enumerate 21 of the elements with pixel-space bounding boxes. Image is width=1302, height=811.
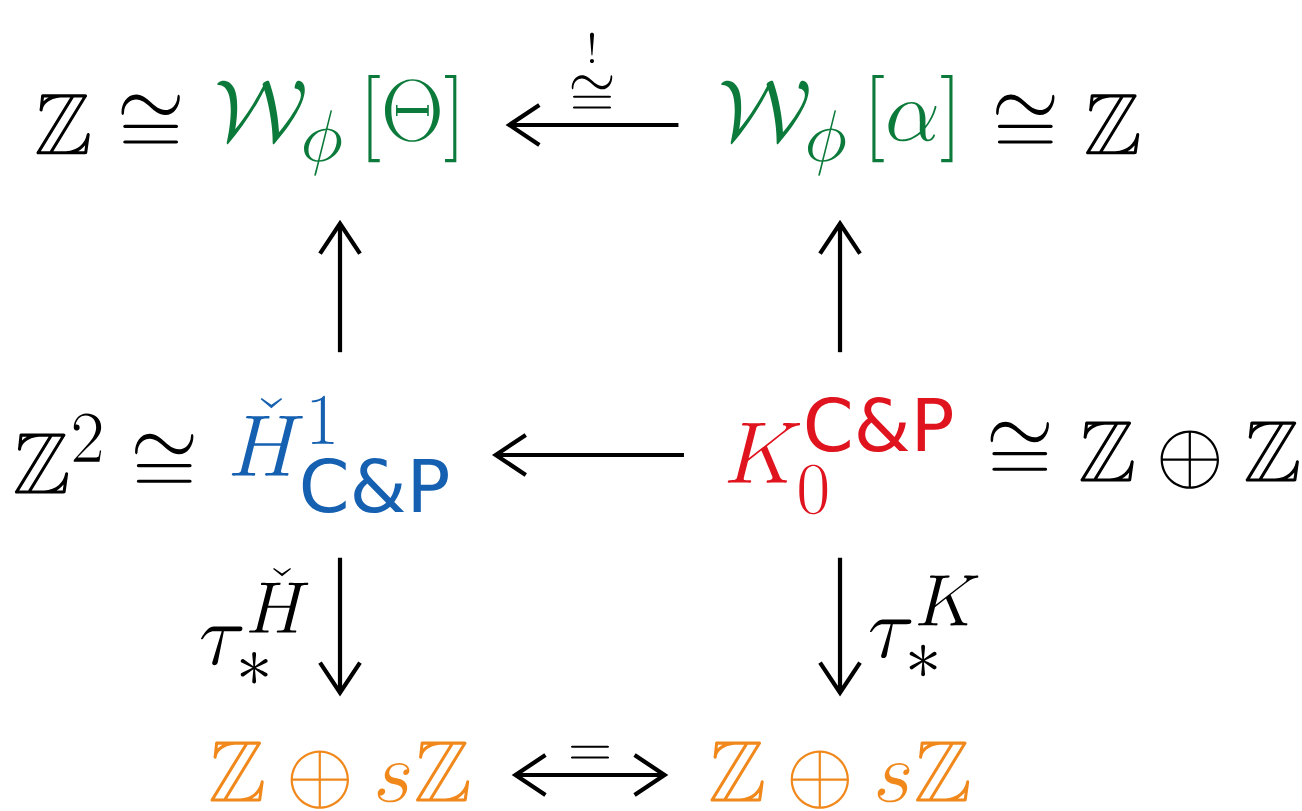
math-label: $\mathbb{Z} \oplus s\mathbb{Z}$: [710, 741, 970, 809]
arrow: [318, 557, 362, 697]
math-label: $\mathcal{W}_{\phi}\,[\Theta]$: [217, 74, 457, 176]
math-text: $\mathbb{Z} \cong$: [36, 94, 180, 155]
edge-label: $=$: [570, 745, 610, 759]
arrow: [491, 433, 684, 477]
arrow: [511, 753, 669, 797]
edge-label: $\tau_{*}^{\check{H}}$: [201, 567, 309, 684]
arrow: [318, 219, 362, 353]
arrow: [818, 219, 862, 353]
math-label: $\check{H}^{1}_{\mathrm{C\&P}}$: [231, 395, 448, 514]
math-text: $\cong \mathbb{Z}$: [996, 94, 1140, 155]
edge-label: $\tau_{*}^{K}$: [870, 575, 979, 677]
math-text: $\mathbb{Z}^{2} \cong$: [14, 413, 194, 494]
math-text: $\cong \mathbb{Z} \oplus \mathbb{Z}$: [990, 421, 1299, 489]
math-label: $K_{0}^{\mathrm{C\&P}}$: [727, 396, 953, 515]
arrow: [505, 103, 679, 147]
edge-label: $\overset{!}{\cong}$: [571, 32, 613, 109]
math-label: $\mathbb{Z} \oplus s\mathbb{Z}$: [210, 741, 470, 809]
math-label: $\mathcal{W}_{\phi}\,[\alpha]$: [721, 74, 953, 176]
arrow: [818, 557, 862, 697]
